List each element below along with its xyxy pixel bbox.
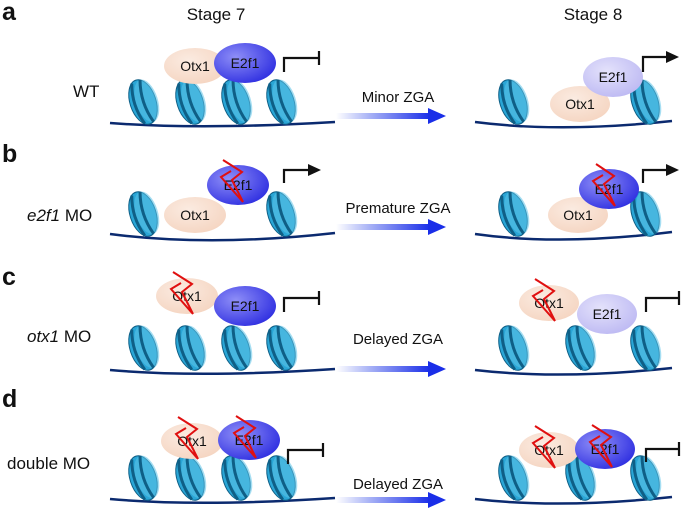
zga-arrow-d xyxy=(336,492,446,508)
nucleosome-icon xyxy=(128,455,160,501)
nucleosome-icon xyxy=(498,455,530,501)
dna-strand xyxy=(474,495,673,505)
otx1-protein: Otx1 xyxy=(550,86,610,122)
morpholino-bolt-icon xyxy=(591,163,616,207)
nucleosome-icon xyxy=(630,191,662,237)
e2f1-protein: E2f1 xyxy=(579,169,639,209)
e2f1-protein: E2f1 xyxy=(207,165,269,205)
zga-label-b: Premature ZGA xyxy=(345,200,450,217)
nucleosome-icon xyxy=(221,79,253,125)
dna-strand xyxy=(109,231,336,242)
transcription-start-arrow-icon xyxy=(641,55,668,72)
panel-letter-b: b xyxy=(2,140,17,168)
svg-text:E2f1: E2f1 xyxy=(231,55,260,71)
svg-text:Otx1: Otx1 xyxy=(563,207,593,223)
nucleosome-icon xyxy=(266,455,298,501)
nucleosome-icon xyxy=(266,191,298,237)
svg-text:Otx1: Otx1 xyxy=(180,58,210,74)
panel-letter-d: d xyxy=(2,385,17,413)
morpholino-bolt-icon xyxy=(174,416,199,460)
nucleosome-icon xyxy=(630,325,662,371)
stage-7-header: Stage 7 xyxy=(187,5,246,24)
nucleosome-icon xyxy=(128,325,160,371)
zga-arrow-b xyxy=(336,219,446,235)
nucleosome-icon xyxy=(175,325,207,371)
transcription-block-icon xyxy=(282,291,321,312)
nucleosome-icon xyxy=(630,455,662,501)
transcription-block-icon xyxy=(644,442,681,462)
transcription-start-arrow-icon xyxy=(282,168,310,183)
nucleosome-icon xyxy=(175,455,207,501)
stage-8-header: Stage 8 xyxy=(564,5,623,24)
e2f1-protein: E2f1 xyxy=(214,286,276,326)
morpholino-bolt-icon xyxy=(219,159,244,203)
transcription-block-icon xyxy=(286,443,325,464)
condition-label-otx1-mo: otx1 MO xyxy=(27,327,91,346)
e2f1-protein: E2f1 xyxy=(577,294,637,334)
svg-text:E2f1: E2f1 xyxy=(595,181,624,197)
nucleosome-icon xyxy=(221,455,253,501)
transcription-block-icon xyxy=(282,51,321,72)
morpholino-bolt-icon xyxy=(531,425,556,469)
e2f1-protein: E2f1 xyxy=(214,43,276,83)
otx1-protein: Otx1 xyxy=(164,48,226,84)
zga-arrow-a xyxy=(336,108,446,124)
e2f1-protein: E2f1 xyxy=(583,57,643,97)
svg-text:E2f1: E2f1 xyxy=(591,441,620,457)
nucleosome-icon xyxy=(175,79,207,125)
svg-text:Otx1: Otx1 xyxy=(565,96,595,112)
transcription-start-arrow-icon xyxy=(641,168,668,183)
arrowhead-icon xyxy=(666,51,679,63)
nucleosome-icon xyxy=(266,79,298,125)
panel-letter-a: a xyxy=(2,0,17,26)
nucleosome-icon xyxy=(266,325,298,371)
nucleosome-icon xyxy=(221,325,253,371)
dna-strand xyxy=(474,366,673,376)
zga-label-c: Delayed ZGA xyxy=(353,331,443,348)
morpholino-bolt-icon xyxy=(169,271,194,315)
transcription-block-icon xyxy=(644,291,681,312)
nucleosome-icon xyxy=(565,325,597,371)
dna-strand xyxy=(109,120,336,128)
svg-text:E2f1: E2f1 xyxy=(231,298,260,314)
zga-label-d: Delayed ZGA xyxy=(353,476,443,493)
otx1-protein: Otx1 xyxy=(164,197,226,233)
dna-strand xyxy=(109,367,336,375)
morpholino-bolt-icon xyxy=(531,278,556,322)
svg-text:E2f1: E2f1 xyxy=(235,432,264,448)
condition-label-e2f1-mo: e2f1 MO xyxy=(27,206,92,225)
nucleosome-icon xyxy=(630,79,662,125)
arrowhead-icon xyxy=(666,164,679,176)
condition-label-double-mo: double MO xyxy=(7,454,90,473)
nucleosome-icon xyxy=(498,191,530,237)
svg-text:Otx1: Otx1 xyxy=(180,207,210,223)
panel-letter-c: c xyxy=(2,263,16,291)
nucleosome-icon xyxy=(498,325,530,371)
nucleosome-icon xyxy=(498,79,530,125)
svg-text:E2f1: E2f1 xyxy=(599,69,628,85)
e2f1-protein: E2f1 xyxy=(218,420,280,460)
zga-label-a: Minor ZGA xyxy=(362,89,435,106)
dna-strand xyxy=(109,496,336,504)
e2f1-protein: E2f1 xyxy=(575,429,635,469)
nucleosome-icon xyxy=(128,191,160,237)
arrowhead-icon xyxy=(308,164,321,176)
condition-label-wt: WT xyxy=(73,82,99,101)
otx1-protein: Otx1 xyxy=(548,197,608,233)
morpholino-bolt-icon xyxy=(232,415,257,459)
nucleosome-icon xyxy=(128,79,160,125)
zga-arrow-c xyxy=(336,361,446,377)
svg-text:E2f1: E2f1 xyxy=(593,306,622,322)
morpholino-bolt-icon xyxy=(588,424,613,468)
otx1-protein: Otx1 xyxy=(519,432,579,468)
